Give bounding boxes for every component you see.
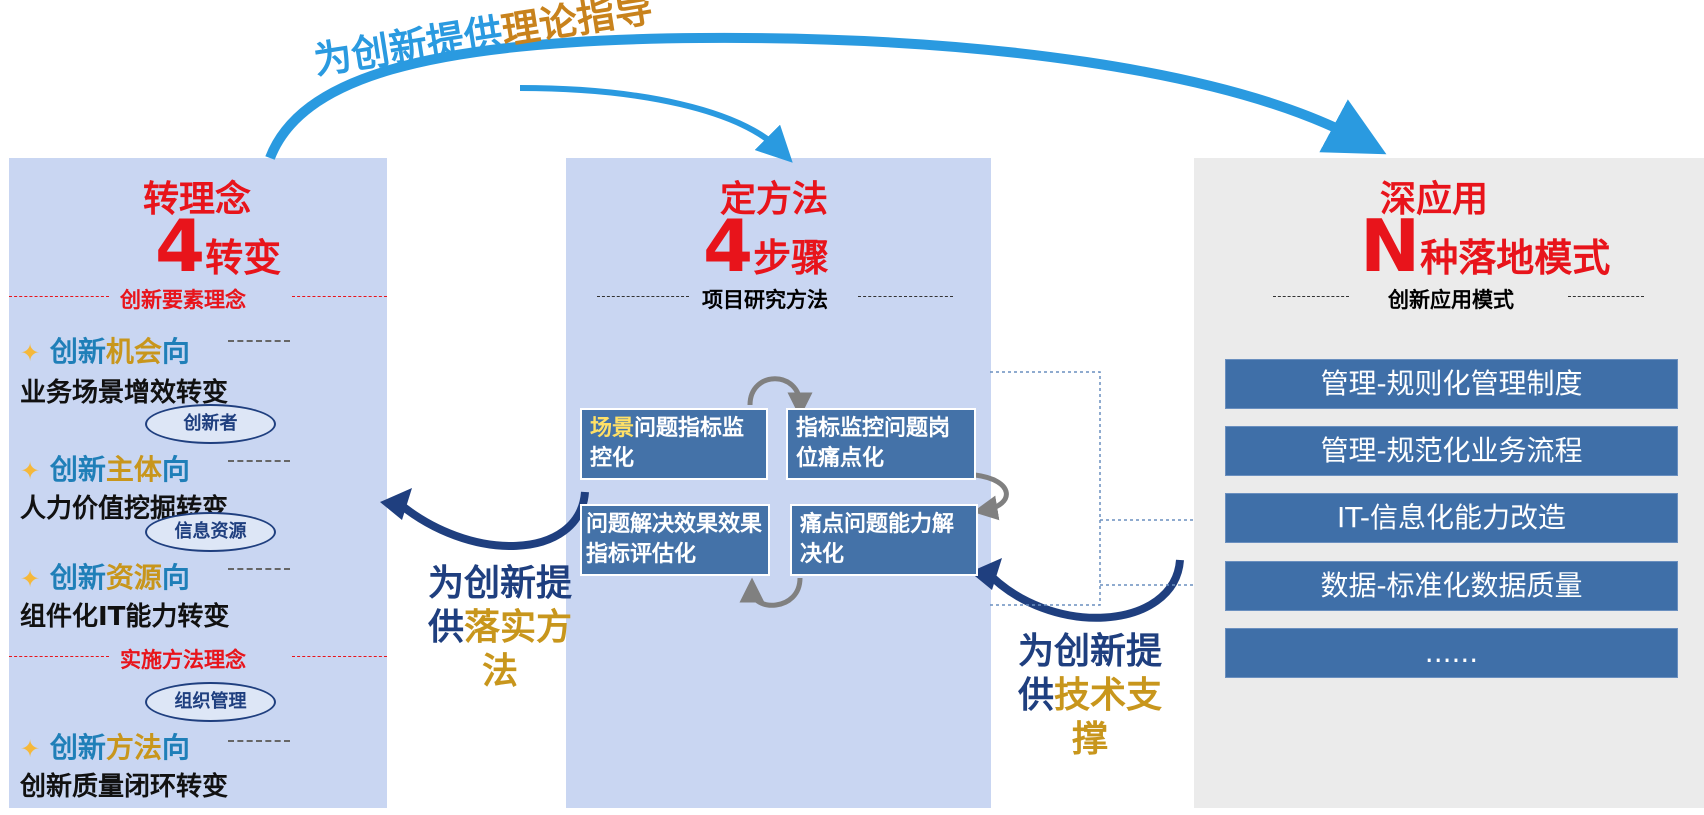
panel3-title: 深应用 <box>1380 179 1489 220</box>
panel-define-method <box>566 158 991 808</box>
panel-deep-application <box>1194 158 1704 808</box>
item-head-highlight: 主体 <box>105 453 162 486</box>
right-curve-arrow <box>982 559 1184 622</box>
mode-item: 管理-规则化管理制度 <box>1225 359 1678 409</box>
panel2-title: 定方法 <box>720 179 829 220</box>
item-head-suffix: 向 <box>161 731 190 764</box>
panel2-subtitle: 项目研究方法 <box>702 288 828 312</box>
star-icon: ✦ <box>20 565 41 593</box>
top-branch-arrow <box>519 85 793 163</box>
item1-head: ✦ 创新机会向 <box>20 330 190 370</box>
item-head-prefix: 创新 <box>49 335 106 368</box>
item-head-prefix: 创新 <box>49 561 106 594</box>
item-head-highlight: 资源 <box>105 561 162 594</box>
top-arc-arrow <box>265 32 1387 160</box>
bubble-innovator: 创新者 <box>145 404 276 444</box>
connector-lines <box>990 371 1194 606</box>
divider <box>228 568 290 570</box>
section2-label: 实施方法理念 <box>120 648 246 672</box>
mode-item: IT-信息化能力改造 <box>1225 493 1678 543</box>
step-box-4: 痛点问题能力解决化 <box>790 504 978 576</box>
panel2-big-tail: 步骤 <box>753 236 830 280</box>
divider <box>228 740 290 742</box>
left-curve-arrow <box>392 491 589 550</box>
caption-right-line3: 撑 <box>1071 719 1108 760</box>
divider <box>9 296 109 297</box>
divider <box>1568 296 1644 297</box>
item4-sub: 创新质量闭环转变 <box>20 772 229 802</box>
item2-head: ✦ 创新主体向 <box>20 448 190 488</box>
star-icon: ✦ <box>20 339 41 367</box>
item-head-highlight: 机会 <box>105 335 162 368</box>
divider <box>228 460 290 462</box>
item-head-suffix: 向 <box>161 561 190 594</box>
star-icon: ✦ <box>20 735 41 763</box>
item4-head: ✦ 创新方法向 <box>20 726 190 766</box>
panel1-title: 转理念 <box>143 179 252 220</box>
panel3-big-tail: 种落地模式 <box>1420 236 1611 280</box>
step1-text: 问题指标监控化 <box>590 416 745 471</box>
divider <box>858 296 953 297</box>
caption-left-line2: 供落实方 <box>410 606 590 650</box>
cycle-arrow-right <box>972 472 1009 521</box>
caption-right-prefix: 供 <box>1017 675 1054 716</box>
divider <box>9 656 109 657</box>
cycle-arrow-bottom <box>739 577 803 608</box>
item1-sub: 业务场景增效转变 <box>20 378 229 408</box>
panel2-big-number: 4 <box>703 204 754 288</box>
step-box-1: 场景问题指标监控化 <box>580 408 768 480</box>
caption-left-prefix: 供 <box>427 607 464 648</box>
divider <box>1273 296 1349 297</box>
panel3-big-number: N <box>1360 204 1421 288</box>
star-icon: ✦ <box>20 457 41 485</box>
caption-left-highlight: 落实方 <box>464 607 573 648</box>
divider <box>292 656 387 657</box>
caption-left: 为创新提 供落实方 法 <box>410 562 590 694</box>
caption-right-line2: 供技术支 <box>1000 674 1180 718</box>
panel1-big-number: 4 <box>155 204 206 288</box>
caption-right-line1: 为创新提 <box>1017 631 1162 672</box>
panel1-big-tail: 转变 <box>205 236 282 280</box>
panel3-heading: N种落地模式 <box>1360 210 1610 282</box>
divider <box>292 296 387 297</box>
panel1-heading: 4转变 <box>155 210 281 282</box>
caption-left-line3: 法 <box>481 651 518 692</box>
mode-item: 数据-标准化数据质量 <box>1225 561 1678 611</box>
item-head-highlight: 方法 <box>105 731 162 764</box>
divider <box>228 340 290 342</box>
panel2-heading: 4步骤 <box>703 210 829 282</box>
bubble-org-management: 组织管理 <box>145 682 276 722</box>
bubble-info-resource: 信息资源 <box>145 512 276 552</box>
item-head-prefix: 创新 <box>49 453 106 486</box>
cycle-arrow-top <box>747 376 813 418</box>
step-box-2: 指标监控问题岗位痛点化 <box>786 408 976 480</box>
caption-left-line1: 为创新提 <box>427 563 572 604</box>
item-head-prefix: 创新 <box>49 731 106 764</box>
item3-head: ✦ 创新资源向 <box>20 556 190 596</box>
panel3-subtitle: 创新应用模式 <box>1388 288 1514 312</box>
section1-label: 创新要素理念 <box>120 288 246 312</box>
step1-highlight: 场景 <box>590 416 635 441</box>
mode-item: 管理-规范化业务流程 <box>1225 426 1678 476</box>
item-head-suffix: 向 <box>161 453 190 486</box>
caption-right: 为创新提 供技术支 撑 <box>1000 630 1180 762</box>
caption-right-highlight: 技术支 <box>1054 675 1163 716</box>
item3-sub: 组件化IT能力转变 <box>20 602 230 632</box>
mode-item: ...... <box>1225 628 1678 678</box>
divider <box>597 296 689 297</box>
item-head-suffix: 向 <box>161 335 190 368</box>
step-box-3: 问题解决效果效果指标评估化 <box>580 504 770 576</box>
